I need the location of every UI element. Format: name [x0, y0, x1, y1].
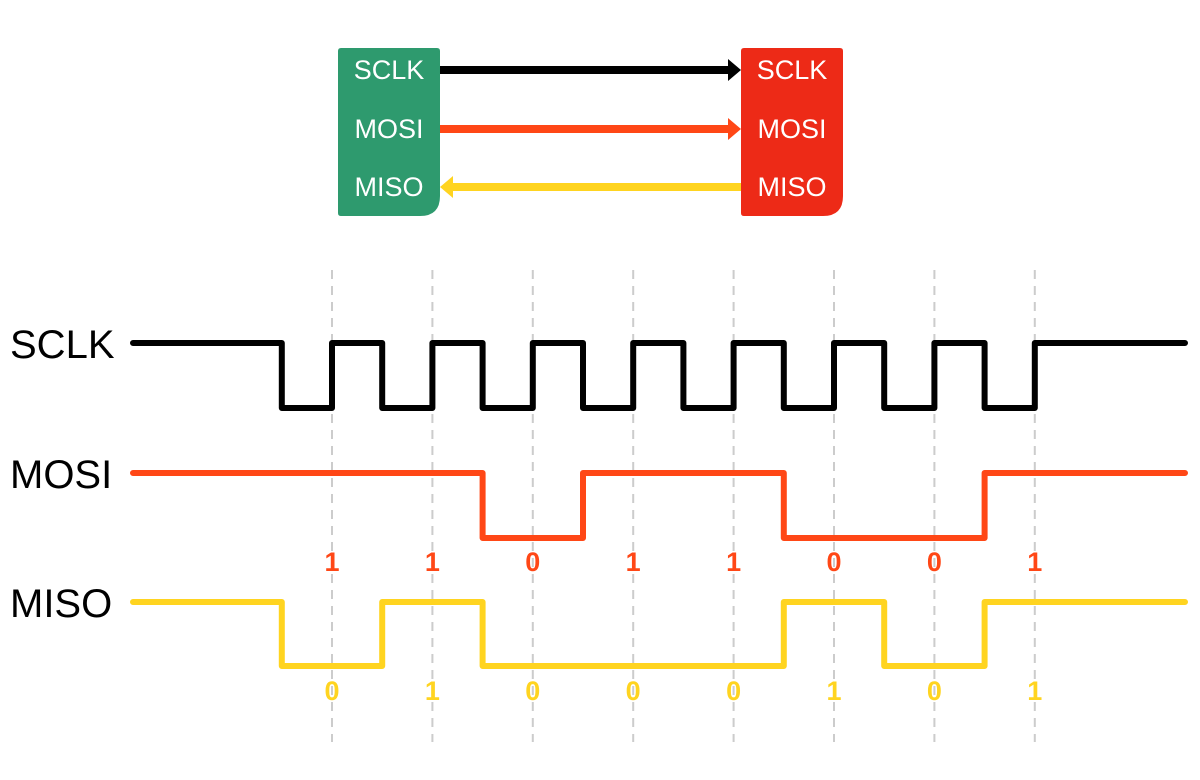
- master-box-shape: [338, 48, 440, 216]
- miso-bit-label: 1: [826, 676, 841, 706]
- sclk-arrow-shaft: [440, 66, 730, 74]
- slave-box-shape: [741, 48, 843, 216]
- miso-arrow-shaft: [451, 183, 741, 191]
- mosi-bit-label: 1: [425, 547, 440, 577]
- mosi-bit-label: 1: [726, 547, 741, 577]
- master-pin-mosi: MOSI: [354, 114, 423, 144]
- mosi-bit-label: 1: [324, 547, 339, 577]
- miso-bit-label: 0: [324, 676, 339, 706]
- miso-bit-labels: 0 1 0 0 0 1 0 1: [324, 676, 1042, 706]
- miso-bit-label: 0: [626, 676, 641, 706]
- mosi-bit-label: 1: [1027, 547, 1042, 577]
- slave-pin-miso: MISO: [757, 172, 826, 202]
- mosi-bit-label: 0: [826, 547, 841, 577]
- miso-bit-label: 1: [1027, 676, 1042, 706]
- mosi-bit-labels: 1 1 0 1 1 0 0 1: [324, 547, 1042, 577]
- slave-box: SCLK MOSI MISO: [741, 48, 843, 216]
- mosi-waveform: [130, 470, 1188, 541]
- signal-label-sclk: SCLK: [10, 323, 115, 367]
- miso-bit-label: 1: [425, 676, 440, 706]
- miso-bit-label: 0: [726, 676, 741, 706]
- master-pin-sclk: SCLK: [354, 55, 425, 85]
- sclk-waveform: [130, 340, 1188, 411]
- connection-sclk: [440, 59, 741, 81]
- signal-label-mosi: MOSI: [10, 453, 112, 497]
- mosi-bit-label: 0: [927, 547, 942, 577]
- miso-bit-label: 0: [927, 676, 942, 706]
- connection-mosi: [440, 118, 741, 140]
- slave-pin-mosi: MOSI: [757, 114, 826, 144]
- sclk-arrow-head-icon: [728, 59, 741, 81]
- miso-waveform: [130, 599, 1188, 669]
- master-box: SCLK MOSI MISO: [338, 48, 440, 216]
- mosi-arrow-head-icon: [728, 118, 741, 140]
- mosi-bit-label: 1: [626, 547, 641, 577]
- signal-label-miso: MISO: [10, 582, 112, 626]
- connection-miso: [440, 176, 741, 198]
- slave-pin-sclk: SCLK: [757, 55, 828, 85]
- mosi-bit-label: 0: [525, 547, 540, 577]
- miso-bit-label: 0: [525, 676, 540, 706]
- master-pin-miso: MISO: [354, 172, 423, 202]
- miso-arrow-head-icon: [440, 176, 453, 198]
- mosi-arrow-shaft: [440, 125, 730, 133]
